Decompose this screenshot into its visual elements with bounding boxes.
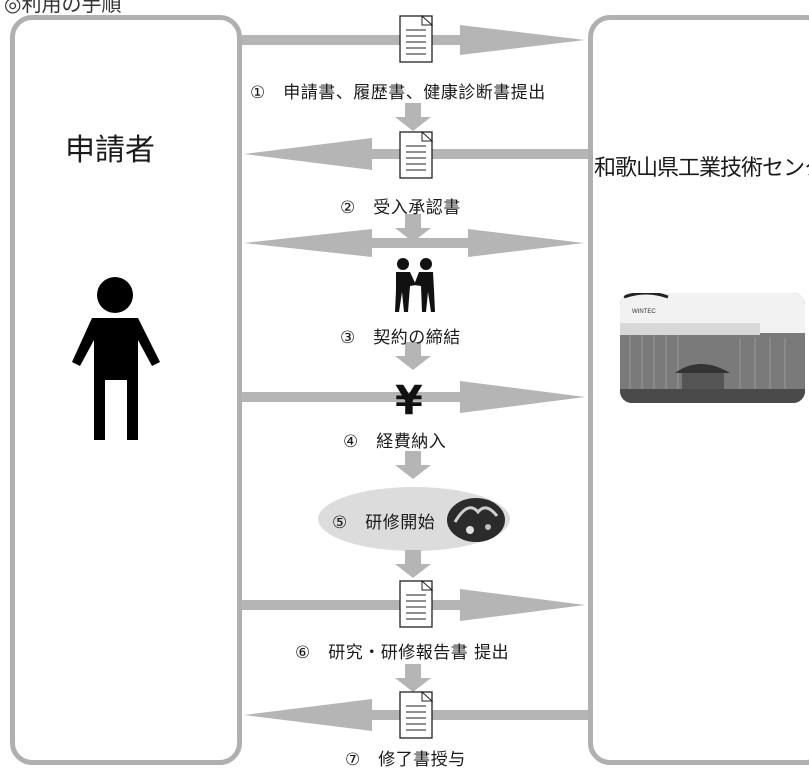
center-label: 和歌山県工業技術センター [594, 156, 809, 181]
yen-icon: ¥ [395, 378, 423, 424]
down-arrow-icon [395, 664, 431, 692]
step-4-label: ④ 経費納入 [343, 432, 447, 452]
applicant-label: 申請者 [65, 133, 155, 168]
handshake-icon [395, 258, 435, 312]
step-7-label: ⑦ 修了書授与 [345, 750, 466, 770]
step-2-label: ② 受入承認書 [340, 198, 461, 218]
down-arrow-icon [395, 103, 431, 131]
page-caption: ◎利用の手順 [4, 0, 122, 16]
document-icon [399, 580, 433, 628]
down-arrow-icon [395, 451, 431, 479]
arrow-step-7 [244, 699, 588, 731]
down-arrow-icon [395, 214, 431, 242]
applicant-box [10, 15, 242, 765]
arrow-step-1 [242, 25, 585, 55]
training-photo [447, 498, 505, 542]
step-5-label: ⑤ 研修開始 [332, 513, 436, 533]
document-icon [399, 131, 433, 179]
document-icon [399, 15, 433, 63]
arrow-step-6 [242, 589, 585, 621]
document-icon [399, 691, 433, 739]
arrow-step-4 [242, 381, 585, 413]
arrow-step-3 [244, 229, 584, 257]
arrow-step-2 [244, 138, 588, 170]
building-photo: WINTEC [620, 293, 805, 403]
step-1-label: ① 申請書、履歴書、健康診断書提出 [250, 83, 546, 103]
building-sign: WINTEC [632, 309, 656, 315]
person-icon [72, 277, 160, 440]
step-6-label: ⑥ 研究・研修報告書 提出 [295, 643, 510, 663]
down-arrow-icon [395, 550, 431, 578]
step-3-label: ③ 契約の締結 [340, 328, 461, 348]
